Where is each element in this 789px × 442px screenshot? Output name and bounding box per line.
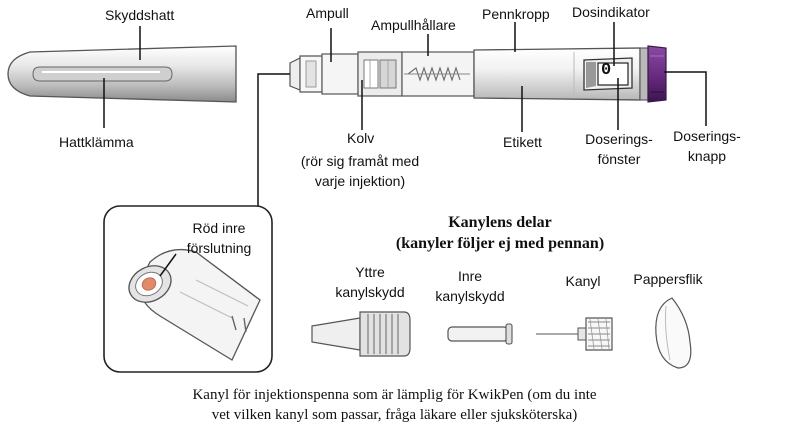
plunger xyxy=(357,51,403,97)
inset-box xyxy=(103,205,273,373)
label-cap-clip: Hattklämma xyxy=(59,134,134,150)
label-cartridge-holder: Ampullhållare xyxy=(371,17,456,33)
leader-dose-knob xyxy=(664,71,707,126)
needle-parts-subtitle: (kanyler följer ej med pennan) xyxy=(395,235,605,252)
label-cap: Skyddshatt xyxy=(105,7,175,23)
label-dose-knob-2: knapp xyxy=(687,148,727,164)
label-plunger-note-2: varje injektion) xyxy=(314,173,406,189)
label-needle: Kanyl xyxy=(565,273,601,289)
red-inner-seal xyxy=(141,277,157,291)
dose-value: 0 xyxy=(601,61,612,80)
label-plunger: Kolv xyxy=(347,130,375,146)
dose-knob xyxy=(639,45,667,103)
label-dose-window-2: fönster xyxy=(597,151,641,167)
paper-tab xyxy=(655,297,692,369)
leader-seal xyxy=(159,253,177,277)
label-paper-tab: Pappersflik xyxy=(633,271,703,287)
label-seal-2: förslutning xyxy=(186,240,252,256)
cartridge-holder xyxy=(401,51,475,97)
inner-needle-cover xyxy=(447,323,513,345)
cap xyxy=(7,45,237,103)
label-cartridge: Ampull xyxy=(306,5,349,21)
label-dose-indicator: Dosindikator xyxy=(572,4,650,20)
label-label: Etikett xyxy=(503,134,542,150)
outer-needle-cover xyxy=(311,311,411,357)
label-pen-body: Pennkropp xyxy=(482,6,550,22)
label-plunger-note-1: (rör sig framåt med xyxy=(300,153,420,169)
cartridge xyxy=(289,53,359,95)
label-outer-cover-2: kanylskydd xyxy=(335,284,405,300)
needle-parts-title: Kanylens delar xyxy=(448,214,552,231)
needle xyxy=(536,317,613,351)
label-inner-cover-1: Inre xyxy=(457,268,483,284)
label-dose-window-1: Doserings- xyxy=(585,131,653,147)
label-dose-knob-1: Doserings- xyxy=(673,128,741,144)
label-inner-cover-2: kanylskydd xyxy=(435,288,505,304)
caption-line-2: vet vilken kanyl som passar, fråga läkar… xyxy=(211,407,578,423)
cap-clip xyxy=(32,66,173,82)
label-seal-1: Röd inre xyxy=(192,220,246,236)
dose-window xyxy=(583,57,633,91)
leader-inset xyxy=(257,73,290,214)
pen-leaders xyxy=(257,22,707,214)
label-outer-cover-1: Yttre xyxy=(355,264,385,280)
caption-line-1: Kanyl för injektionspenna som är lämplig… xyxy=(192,387,597,403)
